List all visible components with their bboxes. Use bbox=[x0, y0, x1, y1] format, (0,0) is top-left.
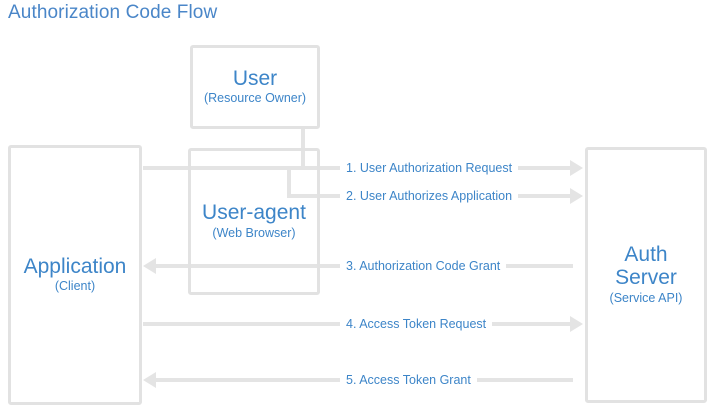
flow-label-5: 5. Access Token Grant bbox=[340, 373, 477, 387]
flow-label-2: 2. User Authorizes Application bbox=[340, 189, 519, 203]
node-user[interactable]: User (Resource Owner) bbox=[190, 45, 320, 129]
flow-label-1: 1. User Authorization Request bbox=[340, 161, 519, 175]
flow-2-elbow-horizontal bbox=[287, 194, 307, 198]
node-auth-server[interactable]: Auth Server (Service API) bbox=[585, 147, 707, 403]
node-user-agent-text-group: User-agent (Web Browser) bbox=[198, 200, 310, 243]
node-user-agent-subtitle: (Web Browser) bbox=[212, 225, 296, 240]
flow-label-3: 3. Authorization Code Grant bbox=[340, 259, 507, 273]
node-application-subtitle: (Client) bbox=[54, 279, 96, 294]
node-auth-server-subtitle: (Service API) bbox=[609, 290, 683, 305]
flow-arrowhead-4 bbox=[570, 316, 583, 332]
node-application[interactable]: Application (Client) bbox=[8, 145, 142, 405]
node-user-subtitle: (Resource Owner) bbox=[203, 91, 307, 106]
flow-label-4: 4. Access Token Request bbox=[340, 317, 493, 331]
node-user-title: User bbox=[232, 66, 278, 90]
flow-arrowhead-3 bbox=[143, 258, 156, 274]
page-title: Authorization Code Flow bbox=[8, 2, 218, 23]
flow-arrowhead-2 bbox=[570, 188, 583, 204]
flow-2-elbow-vertical bbox=[287, 168, 291, 196]
node-user-agent[interactable]: User-agent (Web Browser) bbox=[188, 148, 320, 295]
flow-arrowhead-5 bbox=[143, 372, 156, 388]
flow-arrowhead-1 bbox=[570, 160, 583, 176]
node-user-agent-title: User-agent bbox=[202, 201, 306, 225]
node-auth-server-title: Auth Server bbox=[615, 243, 677, 289]
node-application-title: Application bbox=[23, 254, 127, 278]
